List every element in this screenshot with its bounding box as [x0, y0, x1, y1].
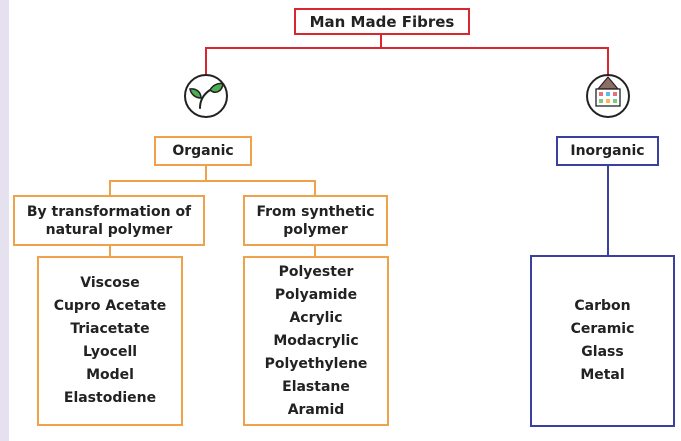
list-item: Polyamide	[274, 286, 358, 303]
list-item: Carbon	[574, 298, 631, 314]
synthetic-heading-line-1: From synthetic	[256, 203, 375, 220]
inorganic-label: Inorganic	[570, 143, 645, 159]
root-title: Man Made Fibres	[309, 12, 455, 31]
transformation-heading-line-2: natural polymer	[45, 221, 173, 238]
leaf-sprout-icon	[184, 74, 228, 118]
inorganic-list-node: Carbon Ceramic Glass Metal	[530, 255, 675, 427]
list-item: Elastane	[282, 378, 350, 395]
organic-node: Organic	[154, 136, 252, 166]
list-item: Cupro Acetate	[53, 298, 167, 314]
list-item: Metal	[580, 367, 625, 383]
list-item: Elastodiene	[63, 390, 157, 406]
left-margin-band	[0, 0, 9, 441]
list-item: Polyester	[278, 263, 354, 280]
transformation-heading-node: By transformation of natural polymer	[13, 195, 205, 246]
list-item: Triacetate	[70, 321, 150, 337]
list-item: Lyocell	[82, 344, 138, 360]
list-item: Glass	[581, 344, 624, 360]
root-node: Man Made Fibres	[294, 8, 470, 35]
synthetic-list-node: Polyester Polyamide Acrylic Modacrylic P…	[243, 256, 389, 426]
organic-label: Organic	[172, 143, 234, 159]
synthetic-heading-node: From synthetic polymer	[243, 195, 388, 246]
inorganic-node: Inorganic	[556, 136, 659, 166]
transformation-heading-line-1: By transformation of	[26, 203, 192, 220]
list-item: Ceramic	[570, 321, 635, 337]
list-item: Model	[86, 367, 134, 383]
synthetic-heading-line-2: polymer	[283, 221, 348, 238]
list-item: Polyethylene	[264, 355, 368, 372]
transformation-list-node: Viscose Cupro Acetate Triacetate Lyocell…	[37, 256, 183, 426]
list-item: Acrylic	[289, 309, 343, 326]
mineral-lab-icon	[586, 74, 630, 118]
list-item: Aramid	[287, 401, 345, 418]
list-item: Viscose	[80, 275, 140, 291]
list-item: Modacrylic	[273, 332, 359, 349]
